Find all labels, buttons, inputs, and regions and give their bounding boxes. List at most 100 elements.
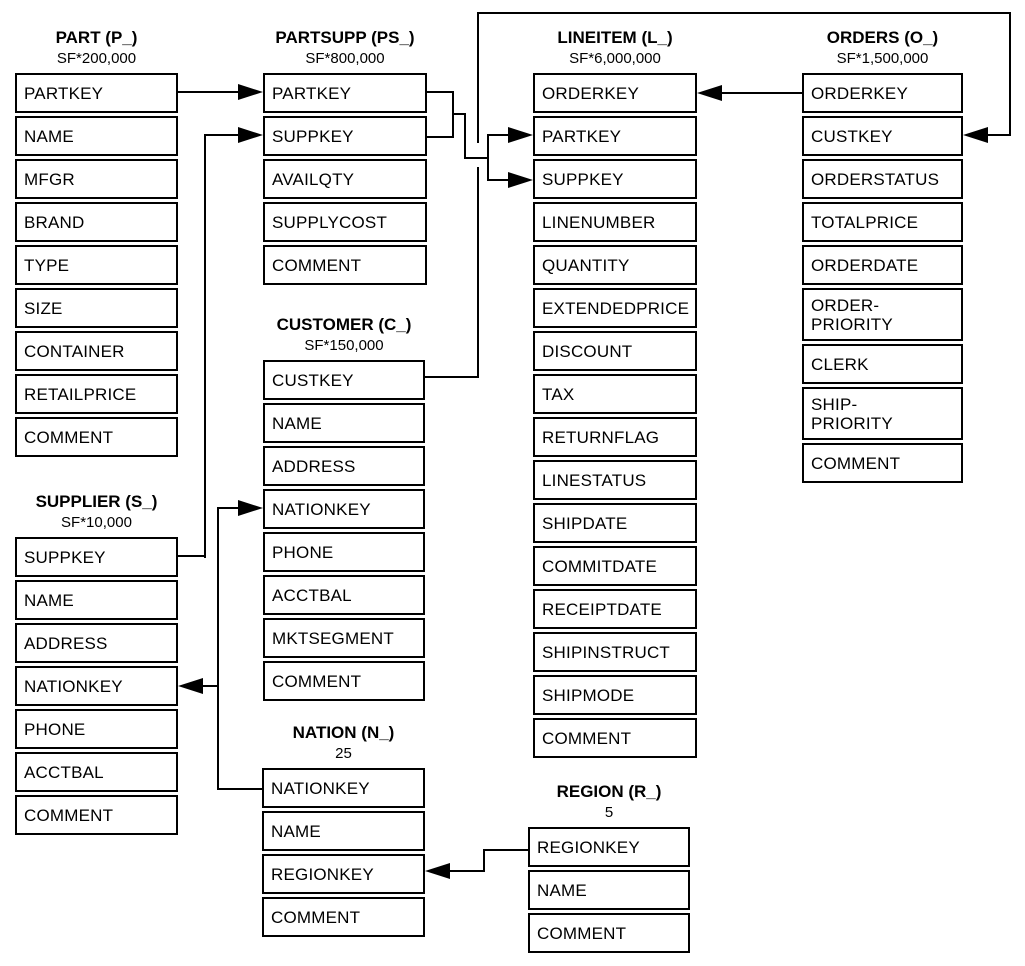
field-supplier-nationkey: NATIONKEY (15, 666, 178, 706)
arrowhead-into-lineitem-partkey (508, 127, 533, 143)
field-orders-ship-priority: SHIP- PRIORITY (802, 387, 963, 440)
table-part-title: PART (P_) (55, 28, 138, 47)
field-partsupp-partkey: PARTKEY (263, 73, 427, 113)
field-lineitem-partkey: PARTKEY (533, 116, 697, 156)
table-nation-count: 25 (335, 745, 352, 762)
field-orders-orderstatus: ORDERSTATUS (802, 159, 963, 199)
field-lineitem-comment: COMMENT (533, 718, 697, 758)
field-customer-nationkey: NATIONKEY (263, 489, 425, 529)
edge-partsupp-merge-v (464, 113, 466, 159)
table-partsupp-count: SF*800,000 (305, 50, 385, 67)
arrowhead-into-partsupp-suppkey (238, 127, 263, 143)
field-part-name: NAME (15, 116, 178, 156)
field-customer-comment: COMMENT (263, 661, 425, 701)
field-part-brand: BRAND (15, 202, 178, 242)
table-partsupp-title: PARTSUPP (PS_) (275, 28, 415, 47)
edge-custkey-right-drop (1009, 12, 1011, 136)
field-lineitem-returnflag: RETURNFLAG (533, 417, 697, 457)
field-part-mfgr: MFGR (15, 159, 178, 199)
field-lineitem-suppkey: SUPPKEY (533, 159, 697, 199)
edge-partsupp-bracket (487, 134, 489, 181)
field-lineitem-linenumber: LINENUMBER (533, 202, 697, 242)
field-orders-orderdate: ORDERDATE (802, 245, 963, 285)
edge-partsupp-merge-h1 (452, 113, 466, 115)
arrowhead-into-orders-custkey (963, 127, 988, 143)
field-part-container: CONTAINER (15, 331, 178, 371)
table-nation-title: NATION (N_) (292, 723, 395, 742)
field-partsupp-suppkey: SUPPKEY (263, 116, 427, 156)
field-customer-acctbal: ACCTBAL (263, 575, 425, 615)
arrowhead-into-customer-nationkey (238, 500, 263, 516)
field-region-name: NAME (528, 870, 690, 910)
table-supplier-count: SF*10,000 (61, 514, 132, 531)
field-nation-comment: COMMENT (262, 897, 425, 937)
field-orders-comment: COMMENT (802, 443, 963, 483)
field-part-comment: COMMENT (15, 417, 178, 457)
arrowhead-into-lineitem-suppkey (508, 172, 533, 188)
field-partsupp-comment: COMMENT (263, 245, 427, 285)
edge-partsupp-suppkey-stub (427, 136, 454, 138)
table-supplier-title: SUPPLIER (S_) (35, 492, 158, 511)
edge-lineitem-suppkey-line (487, 179, 510, 181)
field-orders-totalprice: TOTALPRICE (802, 202, 963, 242)
edge-orders-orderkey (722, 92, 802, 94)
field-supplier-address: ADDRESS (15, 623, 178, 663)
edge-supplier-suppkey-riser (204, 134, 206, 558)
edge-supplier-nationkey-line (202, 685, 219, 687)
edge-customer-nationkey-line (217, 507, 240, 509)
field-lineitem-extendedprice: EXTENDEDPRICE (533, 288, 697, 328)
table-orders-count: SF*1,500,000 (836, 50, 929, 67)
field-region-comment: COMMENT (528, 913, 690, 953)
field-part-type: TYPE (15, 245, 178, 285)
field-customer-mktsegment: MKTSEGMENT (263, 618, 425, 658)
field-lineitem-discount: DISCOUNT (533, 331, 697, 371)
field-supplier-comment: COMMENT (15, 795, 178, 835)
field-lineitem-orderkey: ORDERKEY (533, 73, 697, 113)
edge-region-regionkey-stub (483, 849, 528, 851)
field-orders-orderkey: ORDERKEY (802, 73, 963, 113)
table-part-count: SF*200,000 (56, 50, 137, 67)
field-lineitem-commitdate: COMMITDATE (533, 546, 697, 586)
arrowhead-into-lineitem-orderkey (697, 85, 722, 101)
edge-part-partkey (178, 91, 240, 93)
table-lineitem-count: SF*6,000,000 (569, 50, 661, 67)
edge-lineitem-partkey-line (487, 134, 510, 136)
edge-region-regionkey-line (448, 870, 485, 872)
edge-partsupp-partkey-stub (427, 91, 454, 93)
field-customer-custkey: CUSTKEY (263, 360, 425, 400)
field-partsupp-availqty: AVAILQTY (263, 159, 427, 199)
field-lineitem-receiptdate: RECEIPTDATE (533, 589, 697, 629)
edge-custkey-arrow-line (986, 134, 1010, 136)
field-lineitem-shipmode: SHIPMODE (533, 675, 697, 715)
field-lineitem-shipinstruct: SHIPINSTRUCT (533, 632, 697, 672)
field-customer-name: NAME (263, 403, 425, 443)
arrowhead-into-nation-regionkey (425, 863, 450, 879)
arrowhead-into-supplier-nationkey (178, 678, 203, 694)
table-customer-title: CUSTOMER (C_) (276, 315, 412, 334)
field-nation-name: NAME (262, 811, 425, 851)
edge-nation-nationkey-stub (218, 788, 263, 790)
field-orders-custkey: CUSTKEY (802, 116, 963, 156)
field-orders-order-priority: ORDER- PRIORITY (802, 288, 963, 341)
field-customer-phone: PHONE (263, 532, 425, 572)
table-lineitem-title: LINEITEM (L_) (557, 28, 673, 47)
field-nation-nationkey: NATIONKEY (262, 768, 425, 808)
field-part-size: SIZE (15, 288, 178, 328)
field-nation-regionkey: REGIONKEY (262, 854, 425, 894)
field-partsupp-supplycost: SUPPLYCOST (263, 202, 427, 242)
field-customer-address: ADDRESS (263, 446, 425, 486)
